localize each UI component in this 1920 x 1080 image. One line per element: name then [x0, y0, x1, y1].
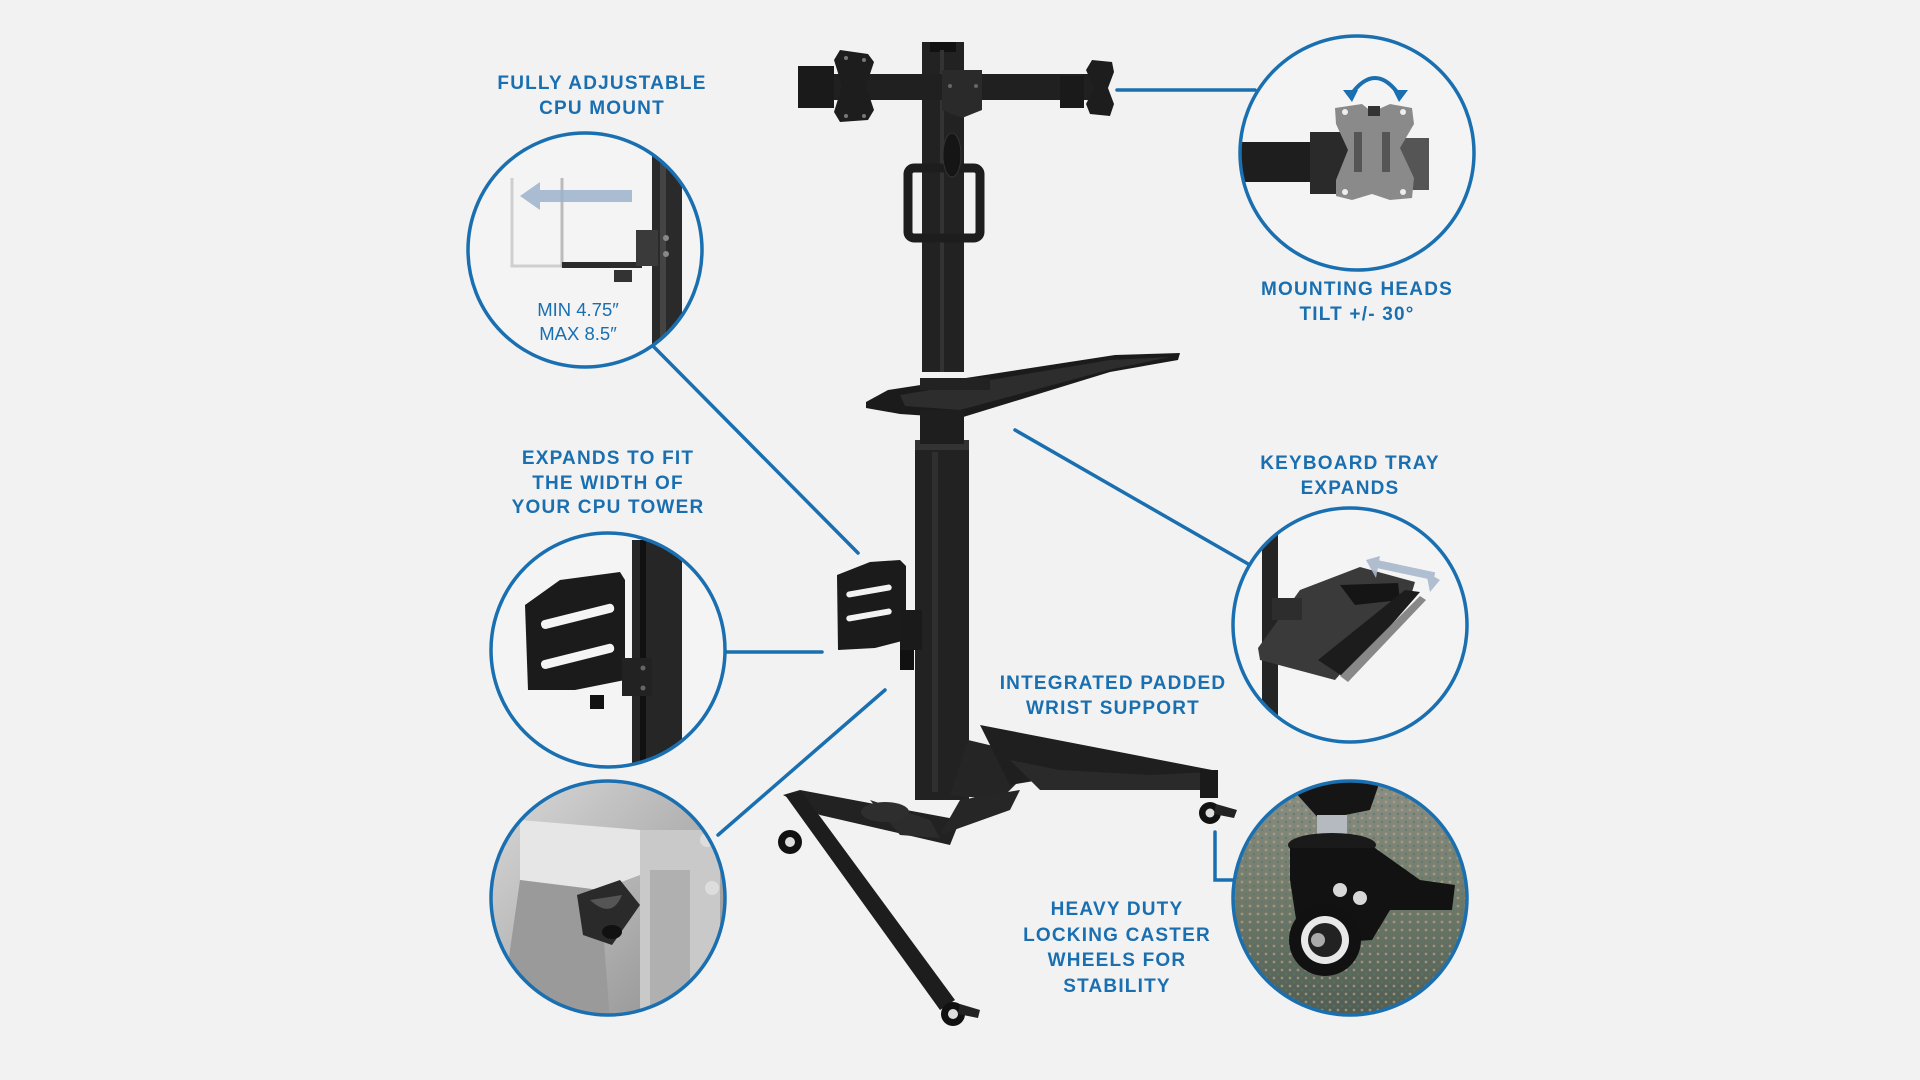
caster-wheel [1199, 802, 1237, 824]
callout-line: KEYBOARD TRAY [1260, 453, 1440, 474]
min-size: MIN 4.75″ [537, 299, 619, 320]
callout-line: MOUNTING HEADS [1260, 279, 1454, 300]
callout-line: CPU MOUNT [539, 97, 665, 119]
cpu-mount-size-range: MIN 4.75″ MAX 8.5″ [537, 298, 619, 346]
connector-cpu-clip [716, 688, 887, 837]
detail-circle-mounting-heads [1240, 36, 1474, 270]
callout-line: LOCKING CASTER [1023, 924, 1211, 946]
caster-wheel [778, 830, 802, 854]
detail-circle-cpu-mount [468, 133, 702, 367]
max-size: MAX 8.5″ [539, 323, 617, 344]
callout-cpu-width-label: EXPANDS TO FIT THE WIDTH OF YOUR CPU TOW… [512, 447, 705, 521]
callout-casters-label: HEAVY DUTY LOCKING CASTER WHEELS FOR STA… [1023, 897, 1211, 999]
callout-mounting-heads-label: MOUNTING HEADS TILT +/- 30° [1261, 278, 1453, 327]
callout-line: WRIST SUPPORT [1026, 697, 1200, 719]
callout-line: TILT +/- 30° [1299, 303, 1415, 325]
connector-lines [650, 88, 1257, 882]
mobile-workstation-cart [778, 42, 1237, 1026]
callout-line: THE WIDTH OF [532, 472, 684, 494]
callout-keyboard-tray-label: KEYBOARD TRAY EXPANDS [1260, 452, 1440, 501]
callout-line: YOUR CPU TOWER [511, 497, 705, 518]
expand-arrow-icon [1366, 556, 1440, 592]
callout-line: STABILITY [1063, 975, 1171, 997]
detail-circle-casters [1233, 781, 1467, 1015]
detail-circle-cpu-clip [491, 781, 725, 1015]
callout-line: WHEELS FOR [1047, 950, 1187, 971]
detail-circle-cpu-width [491, 533, 725, 767]
caster-wheel [941, 1002, 980, 1026]
callout-line: EXPANDS TO FIT [521, 448, 695, 469]
expand-arrow-icon [520, 182, 632, 210]
connector-keyboard-tray [1013, 428, 1252, 567]
tilt-arrow-icon [1343, 76, 1408, 102]
callout-line: INTEGRATED PADDED [999, 673, 1227, 694]
connector-cpu-mount [650, 343, 860, 555]
callout-line: EXPANDS [1300, 477, 1400, 499]
callout-line: FULLY ADJUSTABLE [497, 73, 707, 94]
callout-wrist-support-label: INTEGRATED PADDED WRIST SUPPORT [1000, 672, 1227, 721]
callout-line: HEAVY DUTY [1050, 899, 1184, 920]
callout-cpu-mount-label: FULLY ADJUSTABLE CPU MOUNT [497, 72, 706, 121]
connector-casters [1213, 830, 1239, 882]
detail-circle-keyboard-tray [1233, 508, 1467, 742]
